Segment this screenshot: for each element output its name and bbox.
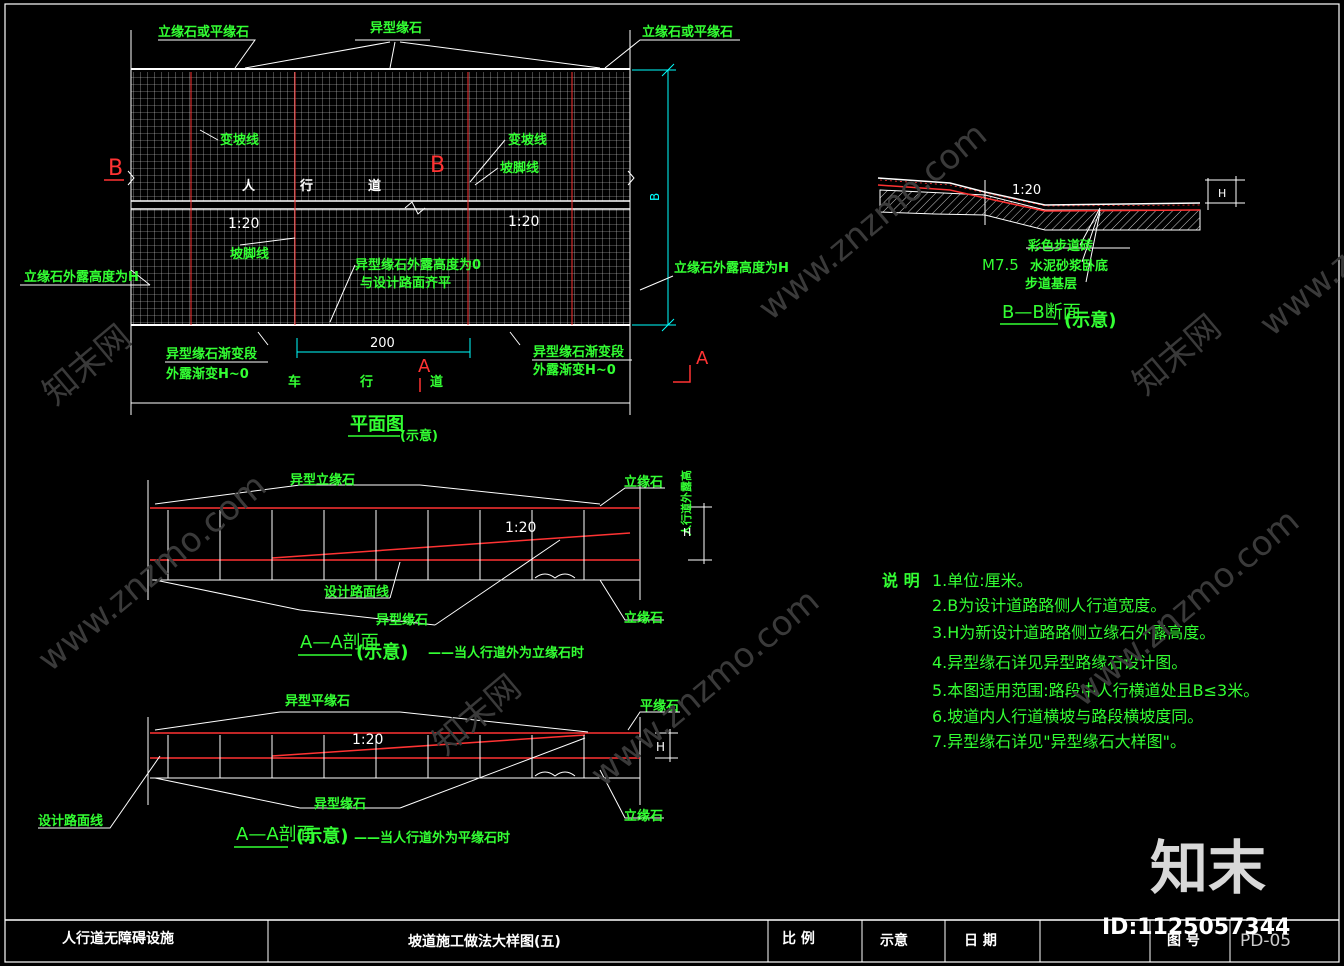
label-curb-or-flat-right: 立缘石或平缘石 [642, 24, 733, 40]
notes-heading: 说 明 [882, 571, 920, 590]
bb-slope: 1:20 [1012, 183, 1041, 198]
aa2-special-curb: 异型缘石 [314, 796, 366, 812]
label-special-curb-height: 异型缘石外露高度为0 [355, 257, 481, 273]
note-item: 5.本图适用范围:路段中人行横道处且B≤3米。 [932, 681, 1259, 700]
section-marker-b-mid: B [430, 153, 445, 178]
note-item: 1.单位:厘米。 [932, 571, 1033, 590]
label-slope-1: 1:20 [228, 216, 259, 232]
notes-block: 说 明 1.单位:厘米。 2.B为设计道路路侧人行道宽度。 3.H为新设计道路路… [882, 571, 1259, 751]
bb-layer-1: 彩色步道砖 [1027, 238, 1093, 254]
title-block: 人行道无障碍设施 坡道施工做法大样图(五) 比 例 示意 日 期 图 号 PD-… [5, 915, 1339, 962]
watermark-brand: 知末 [1150, 834, 1266, 902]
note-item: 2.B为设计道路路侧人行道宽度。 [932, 596, 1166, 615]
tb-scale-label: 比 例 [782, 930, 815, 947]
watermark-id: ID:1125057344 [1102, 915, 1290, 940]
label-transition-left-1: 异型缘石渐变段 [166, 346, 257, 362]
label-roadway-3: 道 [430, 374, 443, 390]
section-marker-a-right: A [696, 348, 709, 369]
section-bb: H 1:20 彩色步道砖 M7.5 水泥砂浆卧底 步道基层 B—B断面 (示意) [877, 176, 1245, 331]
aa1-caption: ——当人行道外为立缘石时 [428, 645, 584, 661]
plan-title-note: (示意) [400, 428, 438, 444]
label-sidewalk-2: 行 [299, 178, 313, 194]
aa2-design-road: 设计路面线 [38, 813, 103, 829]
bb-layer-3: 步道基层 [1025, 276, 1077, 292]
watermark-site: www.znzmo.com [30, 466, 274, 680]
watermark-site: www.znzmo.com [1252, 130, 1344, 344]
aa1-upright-curb-top: 立缘石 [624, 474, 663, 490]
aa2-title-note: (示意) [296, 825, 348, 847]
drawing-frame [4, 3, 1340, 963]
aa1-slope: 1:20 [505, 520, 536, 536]
bb-dim-h: H [1218, 187, 1226, 200]
label-roadway-1: 车 [288, 374, 301, 390]
aa1-special-curb: 异型缘石 [376, 612, 428, 628]
label-curb-or-flat-left: 立缘石或平缘石 [158, 24, 249, 40]
watermark-cn: 知末网 [35, 317, 139, 413]
note-item: 4.异型缘石详见异型路缘石设计图。 [932, 653, 1187, 672]
watermark-cn: 知末网 [1125, 307, 1229, 403]
section-marker-a-bottom: A [418, 356, 431, 377]
dim-b-label: B [648, 193, 662, 201]
tb-drawing-name: 坡道施工做法大样图(五) [408, 933, 561, 950]
label-transition-left-2: 外露渐变H~0 [165, 366, 249, 382]
label-roadway-2: 行 [359, 374, 373, 390]
aa2-caption: ——当人行道外为平缘石时 [354, 830, 510, 846]
sidewalk-grid-bottom [131, 209, 630, 325]
aa1-upright-curb-bottom: 立缘石 [624, 610, 663, 626]
tb-project: 人行道无障碍设施 [62, 930, 174, 947]
aa1-dim-h: H [683, 526, 691, 539]
bb-layer-2: 水泥砂浆卧底 [1030, 258, 1108, 274]
plan-title: 平面图 [350, 414, 404, 435]
dim-200-label: 200 [370, 336, 395, 351]
plan-view: B 200 [20, 20, 789, 444]
label-special-curb-top: 异型缘石 [370, 20, 422, 36]
label-curb-exposed-left: 立缘石外露高度为H [24, 269, 139, 285]
label-grade-change-2: 变坡线 [508, 132, 547, 148]
tb-number-value: PD-05 [1240, 931, 1291, 951]
tb-scale-value: 示意 [880, 932, 908, 949]
label-toe-line-1: 坡脚线 [230, 246, 269, 262]
tb-date-label: 日 期 [964, 933, 997, 949]
label-flush-with-road: 与设计路面齐平 [360, 275, 451, 291]
aa2-dim-h: H [656, 740, 665, 754]
label-curb-exposed-right: 立缘石外露高度为H [674, 260, 789, 276]
aa1-special-upright: 异型立缘石 [290, 472, 355, 488]
section-marker-b-left: B [108, 156, 123, 181]
tb-number-label: 图 号 [1167, 933, 1200, 949]
note-item: 6.坡道内人行道横坡与路段横坡度同。 [932, 707, 1203, 726]
aa2-title: A—A剖面 [236, 824, 315, 845]
aa2-upright-curb: 立缘石 [624, 808, 663, 824]
aa1-side-label: 人行道外露高 [679, 470, 693, 536]
label-transition-right-1: 异型缘石渐变段 [533, 344, 624, 360]
watermark-site: www.znzmo.com [583, 581, 827, 795]
aa1-title: A—A剖面 [300, 632, 379, 653]
aa2-flat-curb: 平缘石 [640, 698, 679, 714]
label-sidewalk-3: 道 [368, 178, 381, 194]
label-slope-2: 1:20 [508, 214, 539, 230]
watermark-cn: 知末网 [425, 667, 529, 763]
bb-title: B—B断面 [1002, 302, 1081, 323]
bb-layer-2-prefix: M7.5 [982, 256, 1019, 274]
note-item: 7.异型缘石详见"异型缘石大样图"。 [932, 732, 1186, 751]
aa2-slope: 1:20 [352, 732, 383, 748]
section-aa-1: 异型立缘石 立缘石 1:20 人行道外露高 H 设计路面线 异型缘石 立缘石 A… [147, 470, 712, 663]
section-aa-2: 异型平缘石 平缘石 1:20 H 设计路面线 异型缘石 立缘石 A—A剖面 (示… [38, 693, 680, 848]
bb-title-note: (示意) [1064, 309, 1116, 331]
label-grade-change-1: 变坡线 [220, 132, 259, 148]
note-item: 3.H为新设计道路路侧立缘石外露高度。 [932, 623, 1215, 642]
label-transition-right-2: 外露渐变H~0 [532, 362, 616, 378]
sidewalk-grid-top [131, 72, 630, 201]
label-sidewalk-1: 人 [242, 178, 256, 194]
aa1-title-note: (示意) [356, 641, 408, 663]
aa1-design-road: 设计路面线 [324, 584, 389, 600]
label-toe-line-2: 坡脚线 [500, 160, 539, 176]
aa2-special-flat: 异型平缘石 [285, 693, 350, 709]
watermark-site: www.znzmo.com [751, 115, 995, 329]
